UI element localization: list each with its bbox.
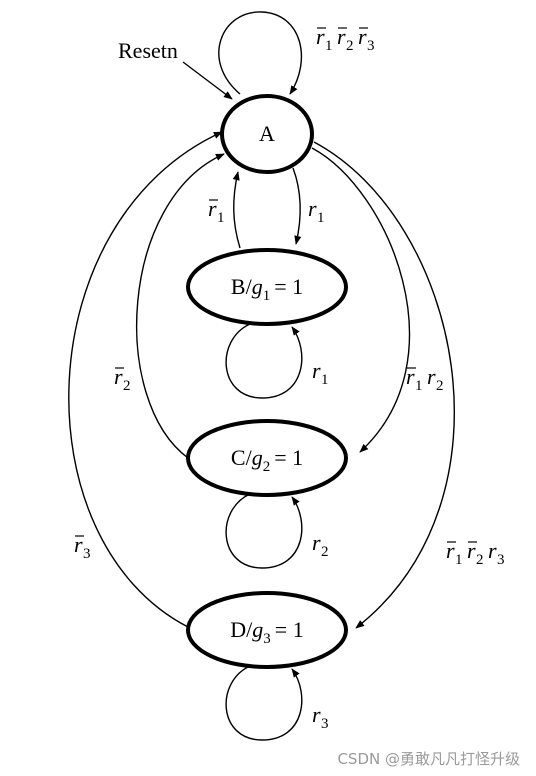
literal-C_self-0-var: r <box>312 530 321 555</box>
literal-A_to_C-1-var: r <box>427 364 436 389</box>
state-A: A <box>220 94 314 174</box>
literal-D_to_A-0-var: r <box>74 532 83 557</box>
literal-B_self-0-index: 1 <box>321 372 329 388</box>
state-C-output: g <box>252 445 263 470</box>
literal-B_to_A-0-index: 1 <box>217 210 225 226</box>
literal-A_self-0-var: r <box>316 24 325 49</box>
edge-B-to-A <box>232 171 241 249</box>
literal-A_to_D-1-var: r <box>467 538 476 563</box>
state-B-ellipse <box>186 248 348 326</box>
literal-C_self-0-index: 2 <box>321 544 329 560</box>
literal-A_to_D-1-index: 2 <box>476 552 484 568</box>
literal-A_to_C-0-index: 1 <box>415 378 423 394</box>
state-D-eq: = 1 <box>275 617 304 642</box>
literal-A_to_D-0-var: r <box>446 538 455 563</box>
reset-label: Resetn <box>118 38 178 63</box>
edge-A-self <box>218 11 303 95</box>
literal-D_self-0-index: 3 <box>321 716 329 732</box>
edge-D-self <box>225 665 303 741</box>
literal-D_to_A-0-index: 3 <box>83 546 91 562</box>
literal-A_to_C-0-var: r <box>406 364 415 389</box>
edge-B-self <box>225 323 303 399</box>
literal-A_self-2-index: 3 <box>367 38 375 54</box>
literal-D_self-0-var: r <box>312 702 321 727</box>
edge-C-to-A <box>135 153 225 459</box>
state-C-output-index: 2 <box>263 459 271 475</box>
state-B-output: g <box>252 274 263 299</box>
state-D-output: g <box>252 617 263 642</box>
literal-A_to_D-2-index: 3 <box>497 552 505 568</box>
edge-A-to-B <box>292 167 302 245</box>
literal-B_self-0-var: r <box>312 358 321 383</box>
literal-A_to_D-2-var: r <box>488 538 497 563</box>
edge-A-to-C <box>311 147 411 453</box>
literal-A_self-2-var: r <box>358 24 367 49</box>
literal-A_to_C-1-index: 2 <box>436 378 444 394</box>
edge-C-self <box>225 493 303 569</box>
state-C-name: C <box>231 445 246 470</box>
state-B-label: B/g1= 1 <box>231 274 303 304</box>
literal-B_to_A-0-var: r <box>208 196 217 221</box>
edge-A-to-D <box>313 141 456 629</box>
state-B: B/g1= 1 <box>186 248 348 326</box>
state-C: C/g2= 1 <box>186 419 348 497</box>
state-B-name: B <box>231 274 246 299</box>
state-C-label: C/g2= 1 <box>231 445 303 475</box>
state-C-ellipse <box>186 419 348 497</box>
literal-A_to_B-0-var: r <box>308 196 317 221</box>
reset-arrow <box>182 61 233 100</box>
edge-D-to-A <box>68 131 223 628</box>
state-D-name: D <box>230 617 246 642</box>
state-A-circle <box>220 94 314 174</box>
state-B-eq: = 1 <box>274 274 303 299</box>
state-D-output-index: 3 <box>263 631 271 647</box>
watermark-text: CSDN @勇敢凡凡打怪升级 <box>337 750 520 768</box>
state-D-label: D/g3= 1 <box>230 617 303 647</box>
state-C-eq: = 1 <box>274 445 303 470</box>
state-D-ellipse <box>186 591 348 669</box>
literal-C_to_A-0-index: 2 <box>123 378 131 394</box>
state-A-name: A <box>259 121 275 146</box>
literal-A_to_B-0-index: 1 <box>317 210 325 226</box>
literal-A_self-0-index: 1 <box>325 38 333 54</box>
literal-A_self-1-index: 2 <box>346 38 354 54</box>
literal-C_to_A-0-var: r <box>114 364 123 389</box>
state-D: D/g3= 1 <box>186 591 348 669</box>
literal-A_self-1-var: r <box>337 24 346 49</box>
state-B-output-index: 1 <box>263 288 271 304</box>
literal-A_to_D-0-index: 1 <box>455 552 463 568</box>
